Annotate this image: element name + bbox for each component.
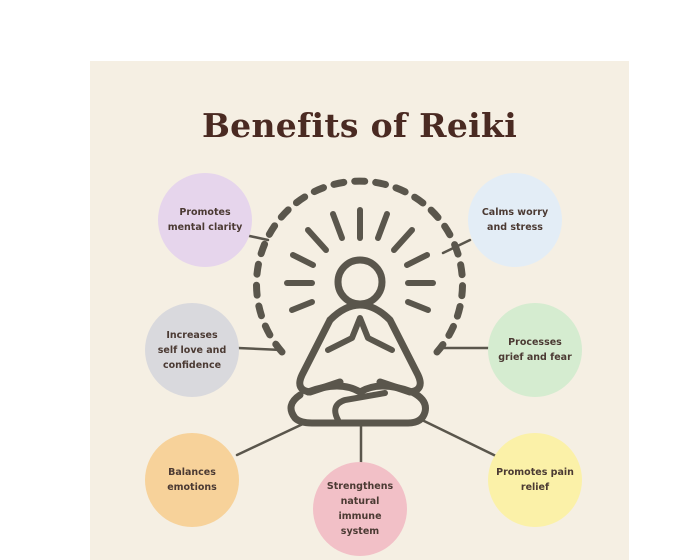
benefit-label-line: and stress [487,222,543,233]
benefit-label-line: Strengthens [326,481,394,492]
benefit-self-love: Increases self love and confidence [145,303,239,397]
benefit-label-line: relief [520,482,550,493]
benefit-label-line: Promotes pain [496,467,574,478]
benefit-label-line: natural immune [338,496,382,522]
benefit-label-line: Processes [508,337,562,348]
benefit-label-line: Balances [168,467,216,478]
benefit-label-line: Promotes [179,207,231,218]
benefit-label-line: system [340,526,380,537]
benefit-mental-clarity: Promotes mental clarity [158,173,252,267]
page-title: Benefits of Reiki [201,106,518,145]
benefit-label-line: Calms worry [481,207,549,218]
benefit-grief-fear: Processes grief and fear [488,303,582,397]
benefit-label-line: mental clarity [167,222,243,233]
benefit-label-line: Increases [166,329,218,341]
benefit-label-line: confidence [162,359,222,371]
benefit-label-line: grief and fear [498,352,572,363]
benefit-balances-emotions: Balances emotions [145,433,239,527]
benefit-pain-relief: Promotes pain relief [488,433,582,527]
benefit-label-line: emotions [167,482,217,493]
benefit-immune-system: Strengthens natural immune system [313,462,407,556]
benefit-calms-worry: Calms worry and stress [468,173,562,267]
benefit-label-line: self love and [157,344,227,356]
